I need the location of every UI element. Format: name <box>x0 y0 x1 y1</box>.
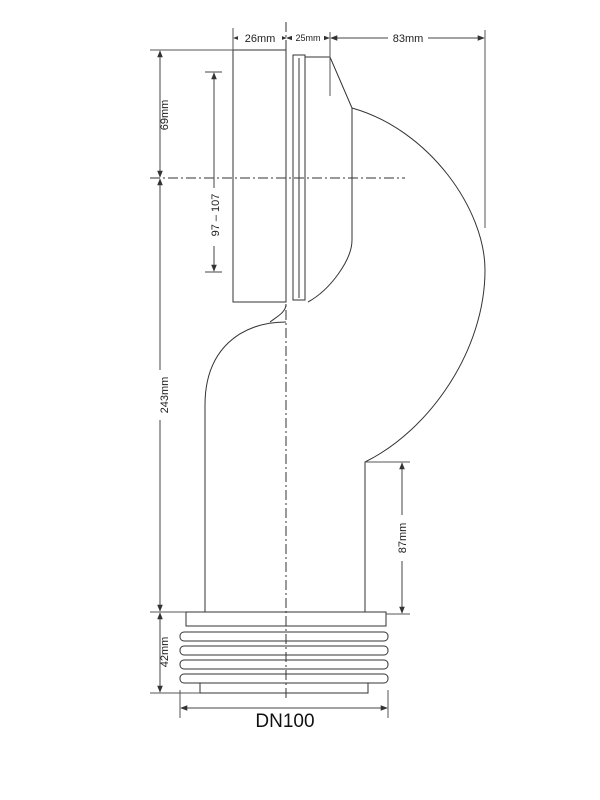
dim-seal-width: 25mm <box>295 33 320 43</box>
bend-outer-wall <box>351 107 486 612</box>
rib-1 <box>179 631 389 642</box>
ribbed-outlet <box>179 611 389 694</box>
dim-ribbed-end: 42mm <box>159 637 171 668</box>
outlet-spigot-end <box>199 682 369 694</box>
dim-bend-depth: 83mm <box>393 33 424 45</box>
seal-cone <box>303 56 353 303</box>
bend-inner-wall <box>204 321 287 612</box>
dim-vertical-length: 243mm <box>159 377 171 414</box>
product-label: DN100 <box>255 711 314 732</box>
dim-collar-width: 26mm <box>245 33 276 45</box>
rib-2 <box>179 645 389 656</box>
rib-4 <box>179 673 389 684</box>
inlet-collar <box>232 49 287 303</box>
offset-join <box>269 303 287 323</box>
dim-top-offset: 69mm <box>159 100 171 131</box>
rib-3 <box>179 659 389 670</box>
dim-inlet-range: 97 – 107 <box>210 194 222 237</box>
dim-outlet-straight: 87mm <box>397 523 409 554</box>
